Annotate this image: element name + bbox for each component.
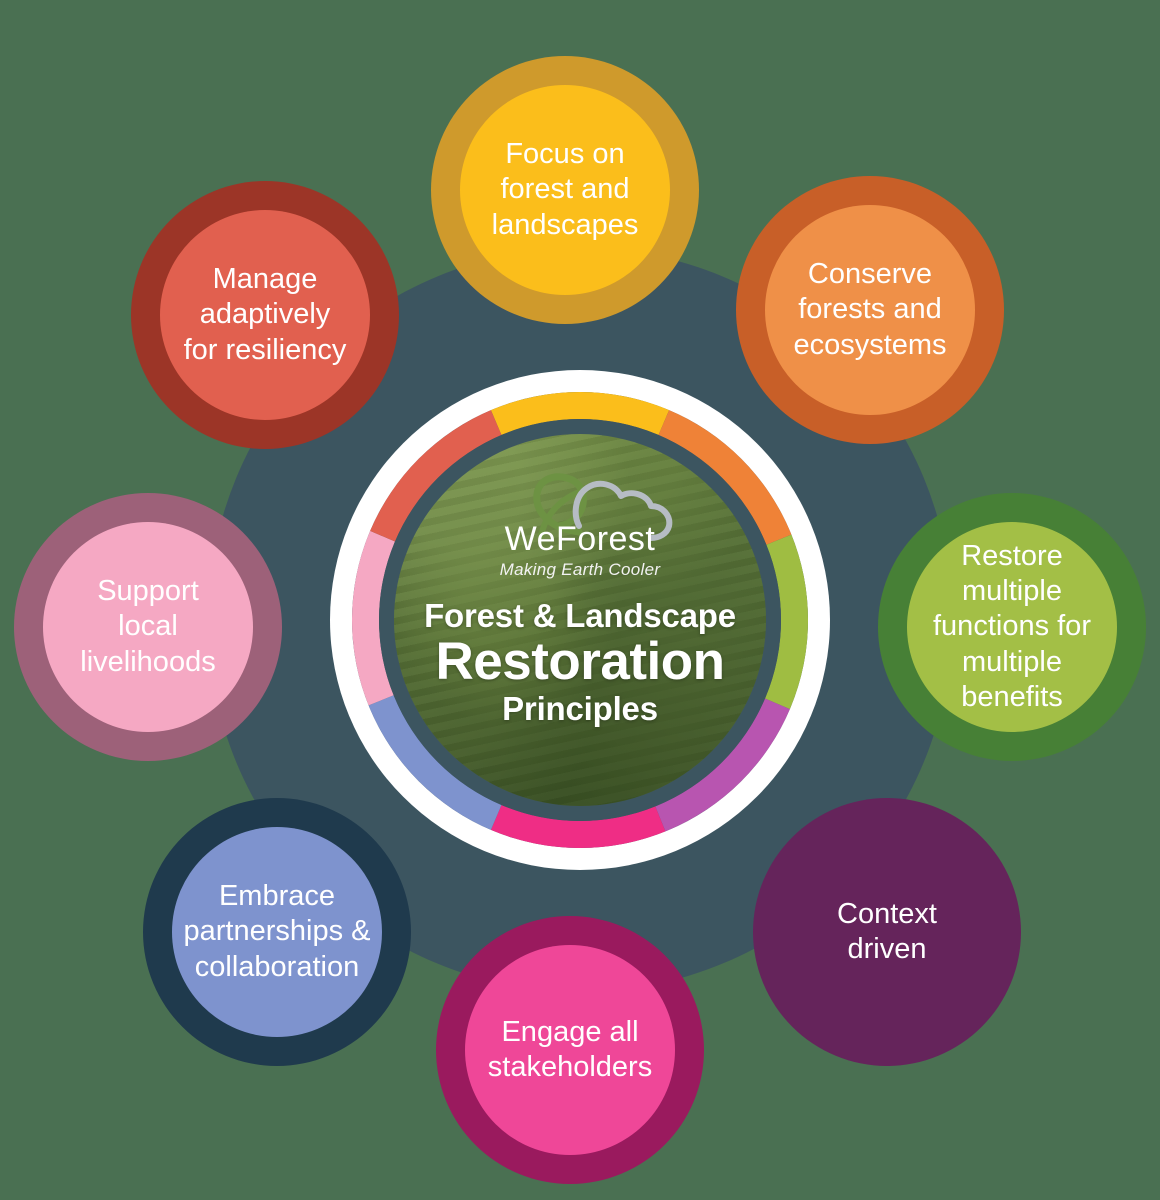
bubble-support-local-livelihoods-label: Support local livelihoods — [80, 574, 216, 678]
bubble-restore-multiple-functions-for-multiple-benefits-label: Restore multiple functions for multiple … — [933, 539, 1091, 714]
hub-content: WeForest Making Earth Cooler Forest & La… — [394, 434, 766, 728]
bubble-embrace-partnerships-and-collaboration[interactable]: Embrace partnerships & collaboration — [143, 798, 411, 1066]
hub-title-line-2: Restoration — [435, 632, 725, 691]
bubble-focus-on-forest-and-landscapes[interactable]: Focus on forest and landscapes — [431, 56, 699, 324]
bubble-engage-all-stakeholders-inner: Engage all stakeholders — [465, 945, 675, 1155]
hub-arc-restore — [765, 534, 808, 710]
hub-arc-engage — [490, 805, 666, 848]
bubble-conserve-forests-and-ecosystems[interactable]: Conserve forests and ecosystems — [736, 176, 1004, 444]
hub-arc-focus — [490, 392, 670, 435]
bubble-manage-adaptively-for-resiliency-inner: Manage adaptively for resiliency — [160, 210, 370, 420]
bubble-embrace-partnerships-and-collaboration-inner: Embrace partnerships & collaboration — [172, 827, 382, 1037]
bubble-manage-adaptively-for-resiliency[interactable]: Manage adaptively for resiliency — [131, 181, 399, 449]
bubble-restore-multiple-functions-for-multiple-benefits[interactable]: Restore multiple functions for multiple … — [878, 493, 1146, 761]
weforest-logo: WeForest Making Earth Cooler — [475, 468, 685, 580]
bubble-conserve-forests-and-ecosystems-label: Conserve forests and ecosystems — [793, 257, 947, 361]
leaf-and-cloud-logo-icon — [533, 473, 673, 541]
bubble-support-local-livelihoods-inner: Support local livelihoods — [43, 522, 253, 732]
bubble-context-driven[interactable]: Context driven — [753, 798, 1021, 1066]
hub-title-line-3: Principles — [502, 690, 658, 727]
hub-arc-support — [352, 530, 395, 706]
bubble-embrace-partnerships-and-collaboration-label: Embrace partnerships & collaboration — [183, 879, 371, 983]
bubble-focus-on-forest-and-landscapes-inner: Focus on forest and landscapes — [460, 85, 670, 295]
bubble-context-driven-inner: Context driven — [782, 827, 992, 1037]
hub-forest-photo: WeForest Making Earth Cooler Forest & La… — [394, 434, 766, 806]
logo-tagline: Making Earth Cooler — [499, 560, 661, 579]
bubble-context-driven-label: Context driven — [837, 897, 937, 965]
bubble-engage-all-stakeholders[interactable]: Engage all stakeholders — [436, 916, 704, 1184]
bubble-engage-all-stakeholders-label: Engage all stakeholders — [487, 1015, 653, 1083]
hub-title-line-1: Forest & Landscape — [424, 597, 736, 634]
logo-wordmark: WeForest — [504, 520, 656, 558]
bubble-focus-on-forest-and-landscapes-label: Focus on forest and landscapes — [491, 137, 639, 241]
bubble-manage-adaptively-for-resiliency-label: Manage adaptively for resiliency — [183, 262, 347, 366]
bubble-restore-multiple-functions-for-multiple-benefits-inner: Restore multiple functions for multiple … — [907, 522, 1117, 732]
central-hub: WeForest Making Earth Cooler Forest & La… — [330, 370, 830, 870]
bubble-support-local-livelihoods[interactable]: Support local livelihoods — [14, 493, 282, 761]
bubble-conserve-forests-and-ecosystems-inner: Conserve forests and ecosystems — [765, 205, 975, 415]
